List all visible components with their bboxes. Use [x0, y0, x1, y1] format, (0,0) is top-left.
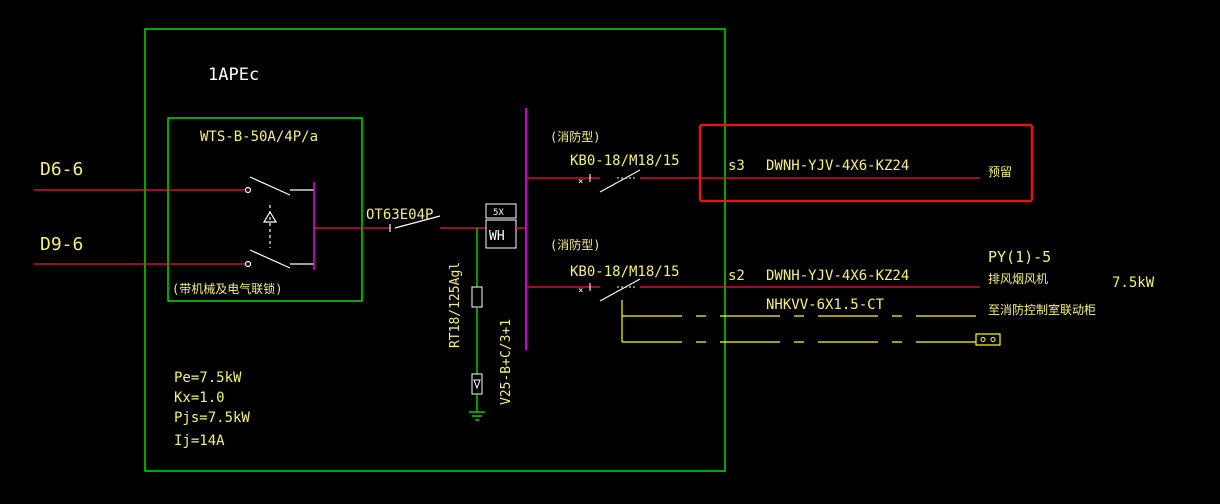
calc-kx: Kx=1.0: [174, 390, 225, 406]
meter-label: WH: [489, 229, 505, 244]
terminal-box: [975, 333, 1001, 346]
fuse-symbol: [471, 286, 483, 308]
source-2-label: D9-6: [40, 234, 83, 255]
calc-pjs: Pjs=7.5kW: [174, 410, 250, 426]
meter-top-box: [485, 203, 517, 219]
calc-pe: Pe=7.5kW: [174, 370, 242, 386]
circuit-1-breaker-symbol: ×: [578, 169, 641, 193]
main-switch-label: OT63E04P: [366, 207, 433, 223]
circuit-1-id: s3: [728, 158, 745, 174]
control-dest: 至消防控制室联动柜: [988, 302, 1096, 317]
terminal-pin-icon: [980, 337, 986, 342]
ats-note: (带机械及电气联锁): [172, 281, 282, 296]
control-cable: NHKVV-6X1.5-CT: [766, 297, 885, 313]
circuit-2-power: 7.5kW: [1112, 275, 1155, 291]
panel-frame: [144, 28, 726, 472]
panel-name: 1APEc: [208, 65, 259, 85]
circuit-2-id: s2: [728, 268, 745, 284]
svg-text:×: ×: [578, 177, 583, 187]
ats-box: [167, 117, 363, 302]
calc-ij: Ij=14A: [174, 433, 225, 449]
main-switch-symbol: [389, 215, 441, 232]
spd-symbol: [471, 373, 483, 395]
circuit-2-breaker: KB0-18/M18/15: [570, 264, 680, 280]
circuit-1-load: 预留: [988, 165, 1012, 179]
fuse-label: RT18/125Agl: [448, 262, 463, 348]
circuit-2-code: PY(1)-5: [988, 248, 1051, 266]
meter-top-label: 5X: [493, 208, 504, 218]
svg-text:×: ×: [578, 286, 583, 296]
ats-switch-symbol: [244, 176, 314, 269]
meter-box: [485, 219, 517, 249]
circuit-2-load: 排风烟风机: [988, 272, 1048, 286]
circuit-2-cable: DWNH-YJV-4X6-KZ24: [766, 268, 909, 284]
terminal-pin-icon: [990, 337, 996, 342]
circuit-2-type: (消防型): [550, 237, 600, 252]
circuit-1-type: (消防型): [550, 129, 600, 144]
circuit-1-breaker: KB0-18/M18/15: [570, 153, 680, 169]
spd-label: V25-B+C/3+1: [499, 319, 514, 405]
ats-model: WTS-B-50A/4P/a: [200, 129, 318, 145]
source-1-label: D6-6: [40, 159, 83, 180]
circuit-2-breaker-symbol: ×: [578, 278, 641, 302]
ground-icon: [469, 394, 485, 421]
circuit-1-cable: DWNH-YJV-4X6-KZ24: [766, 158, 909, 174]
spd-arrow-icon: [473, 379, 481, 390]
highlight-box: [698, 123, 1034, 203]
